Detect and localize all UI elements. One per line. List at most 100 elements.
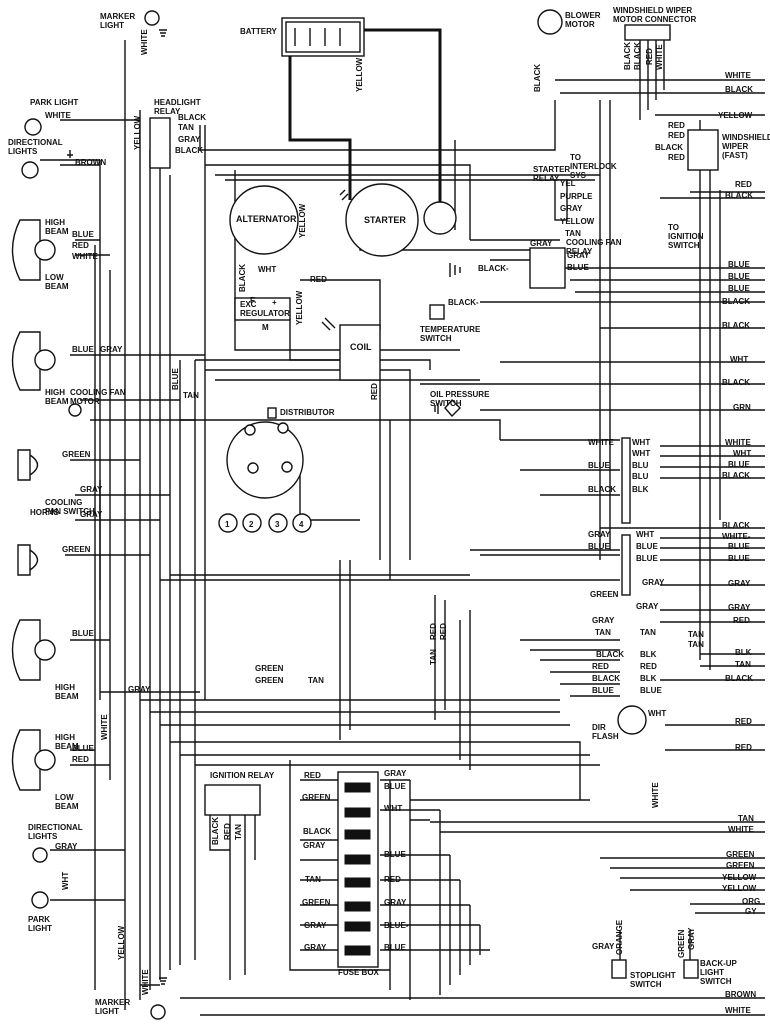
battery: BATTERY [240,17,365,57]
wl-hb-blue: BLUE [72,230,94,239]
wl-fb-gray4: GRAY [304,921,327,930]
right-wire-5: BLUE [728,260,750,269]
wl-sw2-tan3: TAN [688,630,704,639]
wl-sw2-gray3: GRAY [636,602,659,611]
wl-wiper-black2: BLACK [633,42,642,70]
right-wire-15: BLUE [728,460,750,469]
battery-label: BATTERY [240,27,278,36]
wl-sw2-blue3: BLUE [636,554,658,563]
right-wire-23: RED [733,616,750,625]
wl-ir-black: BLACK [211,817,220,845]
wl-sw-blue: BLUE [588,461,610,470]
right-wire-36: GY [745,907,757,916]
starter: STARTER [339,183,457,257]
wl-ir-green: GREEN [302,793,331,802]
wl-blower-black: BLACK [533,64,542,92]
distributor-terminals: 1 2 3 4 [218,513,312,533]
wl-fb-red: RED [384,875,401,884]
right-wire-21: GRAY [728,579,751,588]
wl-gray-mid: GRAY [128,685,151,694]
wl-sw-blu1: BLU [632,461,649,470]
right-wire-26: BLACK [725,674,753,683]
wl-tan-vert: TAN [183,391,199,400]
fuse-box-label: FUSE BOX [338,968,380,977]
wl-fb-gray3: GRAY [384,898,407,907]
wl-sw2-tan: TAN [595,628,611,637]
wl-sw-black: BLACK [588,485,616,494]
fuse-box: FUSE BOX [337,771,380,977]
right-wire-22: GRAY [728,603,751,612]
right-wire-25: TAN [735,660,751,669]
wl-sw-wht2: WHT [632,449,650,458]
right-wire-9: BLACK [722,321,750,330]
wl-green-b: GREEN [255,676,284,685]
regulator-mark-f: F [250,296,255,305]
right-wire-33: YELLOW [722,873,757,882]
right-wire-8: BLACK- [722,297,753,306]
regulator-mark-m: M [262,323,269,332]
wl-sw-wht1: WHT [632,438,650,447]
right-wire-16: BLACK [722,471,750,480]
distributor-terminal-2: 2 [249,520,254,529]
wl-wiper-red: RED [645,48,654,65]
right-wire-18: WHITE- [722,532,751,541]
wl-sw2-black: BLACK [596,650,624,659]
alternator: ALTERNATOR [229,185,299,255]
wl-tan-red-1: TAN [429,649,438,665]
coil: COIL [321,317,381,381]
right-wire-28: RED [735,743,752,752]
right-wire-27: RED [735,717,752,726]
wl-cfs-gray2: GRAY [80,510,103,519]
wl-sw2-blue: BLUE [588,542,610,551]
wl-fb-blue4: BLUE [384,943,406,952]
wl-sw-blk: BLK [632,485,649,494]
right-wire-37: BROWN [725,990,756,999]
wl-sr-tan: TAN [565,229,581,238]
park-light-top: PARK LIGHT [24,98,78,136]
wl-ir-tan: TAN [234,824,243,840]
wl-dir-white-vert: WHITE [651,782,660,808]
wl-wiper-red4: RED [668,153,685,162]
wl-sw2-gray: GRAY [588,530,611,539]
wl-sw2-gray2: GRAY [642,578,665,587]
wl-alt-black: BLACK [238,264,247,292]
wl-sr-purple: PURPLE [560,192,593,201]
wl-sw2-gray4: GRAY [592,616,615,625]
wl-wiper-black3: BLACK [655,143,683,152]
wl-bu-green: GREEN [677,929,686,958]
wl-coil-red: RED [370,383,379,400]
wl-alt-wht: WHT [258,265,276,274]
wl-dl-wht: WHT [61,872,70,890]
wl-sw2-blk: BLK [640,650,657,659]
wl-sr-gray: GRAY [560,204,583,213]
right-wire-24: BLK [735,648,752,657]
wl-sw2-tan4: TAN [688,640,704,649]
wl-sw2-red2: RED [640,662,657,671]
alternator-label: ALTERNATOR [236,214,297,224]
distributor-label: DISTRIBUTOR [280,408,335,417]
wl-ir-red2: RED [223,823,232,840]
